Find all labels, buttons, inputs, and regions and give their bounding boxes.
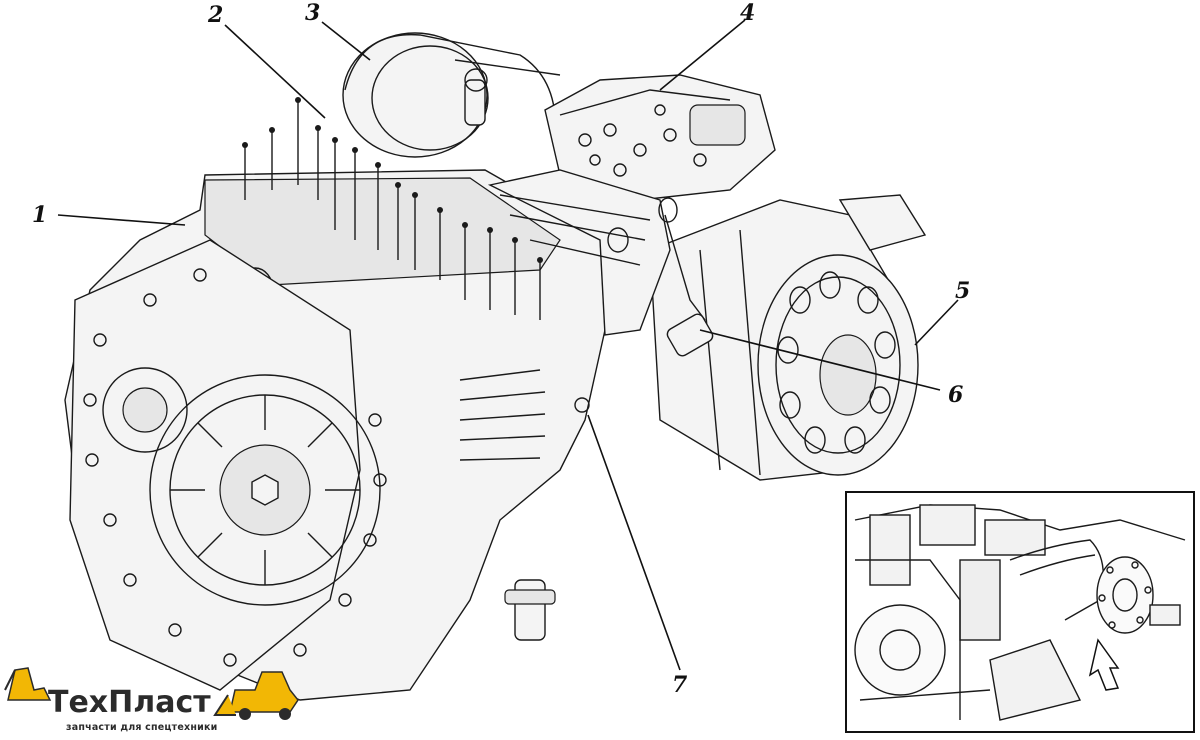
callout-6: 6: [948, 382, 963, 408]
callout-7: 7: [672, 672, 688, 698]
callout-3: 3: [305, 0, 320, 26]
logo-tagline: запчасти для спецтехники: [66, 722, 217, 733]
inset-detail-view: [845, 491, 1195, 733]
callout-1: 1: [32, 202, 47, 228]
callout-2: 2: [207, 2, 223, 28]
callout-4: 4: [740, 0, 755, 26]
rear-drum: [342, 32, 561, 158]
output-drum: [649, 194, 927, 481]
transmission-drawing: [64, 32, 927, 701]
callout-labels: 1 2 3 4 5 6 7: [32, 0, 970, 698]
front-cover: [69, 239, 387, 691]
callout-5: 5: [955, 278, 970, 304]
logo-brand-text: ТехПласт: [48, 685, 211, 720]
callout-lines: [57, 19, 959, 671]
middle-housing: [487, 169, 678, 413]
techplast-logo: ТехПласт запчасти для спецтехники: [4, 667, 299, 733]
inset-arrow: [1088, 638, 1120, 691]
